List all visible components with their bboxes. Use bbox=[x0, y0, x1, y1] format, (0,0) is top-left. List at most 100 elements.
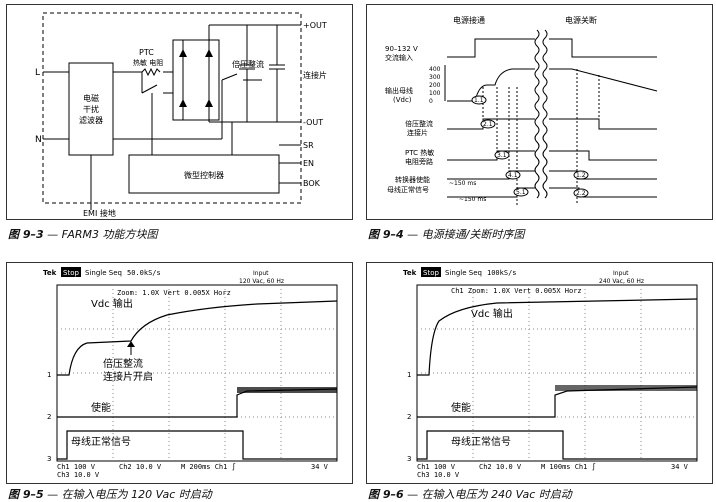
enable-label: 使能 bbox=[451, 401, 471, 414]
ch1-marker: 1 bbox=[407, 371, 411, 379]
power-off-label: 电源关断 bbox=[565, 15, 597, 25]
busok-trace bbox=[57, 430, 337, 460]
readout-ch1: Ch1 100 V bbox=[57, 463, 96, 471]
power-on-label: 电源接通 bbox=[453, 15, 485, 25]
zoom-label: Ch1 Zoom: 1.0X Vert 0.005X Horz bbox=[451, 287, 582, 295]
out-pos-label: +OUT bbox=[303, 21, 327, 30]
enable-label: 使能 bbox=[91, 401, 111, 414]
doubler-label-1: 倍压整流 bbox=[103, 357, 143, 370]
svg-text:3.1: 3.1 bbox=[497, 152, 507, 159]
readout-ch3: Ch3 10.0 V bbox=[417, 471, 460, 479]
bus-label-1: 输出母线 bbox=[385, 86, 413, 95]
svg-text:1.2: 1.2 bbox=[576, 172, 586, 179]
doubler-label-1: 倍压整流 bbox=[232, 59, 264, 69]
busok-label: 母线正常信号 bbox=[451, 435, 511, 448]
busok-label: 母线正常信号 bbox=[71, 435, 131, 448]
y-0: 0 bbox=[429, 98, 433, 105]
readout-ch1: Ch1 100 V bbox=[417, 463, 456, 471]
sr-label: SR bbox=[303, 141, 314, 150]
svg-text:1.1: 1.1 bbox=[474, 97, 484, 104]
y-400: 400 bbox=[429, 66, 441, 73]
ptc-label-1: PTC 热敏 bbox=[405, 148, 434, 157]
bridge-diode-symbols bbox=[179, 49, 213, 107]
fig93-L-label: L bbox=[35, 68, 40, 78]
ch3-marker: 3 bbox=[47, 455, 51, 463]
svg-text:4.1: 4.1 bbox=[508, 172, 518, 179]
tek-label: Tek bbox=[403, 269, 417, 277]
dbl-label-2: 连接片 bbox=[407, 128, 428, 137]
y-100: 100 bbox=[429, 90, 441, 97]
readout-ch2: Ch2 10.0 V bbox=[479, 463, 522, 471]
readout-time: M 100ms Ch1 ∫ bbox=[541, 462, 596, 471]
y-200: 200 bbox=[429, 82, 441, 89]
sequence-markers: 1.1 2.1 3.1 4.1 5.1 1.2 2.2 bbox=[471, 95, 589, 198]
busok-trace bbox=[417, 430, 697, 460]
y-300: 300 bbox=[429, 74, 441, 81]
ac-in-label-1: 90–132 V bbox=[385, 45, 418, 53]
fig96-caption: 图 9–6 — 在输入电压为 240 Vac 时启动 bbox=[368, 488, 572, 501]
vdc-label: Vdc 输出 bbox=[91, 297, 133, 310]
input-label-2: 240 Vac, 60 Hz bbox=[599, 278, 644, 285]
en-label: EN bbox=[303, 159, 314, 168]
bok-label: BOK bbox=[303, 179, 321, 188]
micro-label: 微型控制器 bbox=[184, 170, 224, 180]
input-label-1: Input bbox=[613, 270, 629, 277]
ptc-label-2: 电阻旁路 bbox=[405, 157, 433, 166]
readout-ch3: Ch3 10.0 V bbox=[57, 471, 100, 479]
readout-trig: 34 V bbox=[671, 463, 689, 471]
dbl-label-1: 倍压整流 bbox=[405, 119, 433, 128]
emi-filter-box bbox=[68, 62, 114, 156]
fig94-caption: 图 9–4 — 电源接通/关断时序图 bbox=[368, 228, 525, 241]
doubler-label-2: 连接片开启 bbox=[103, 370, 153, 383]
busok-label: 母线正常信号 bbox=[387, 185, 429, 194]
conv-label: 转换器使能 bbox=[395, 175, 430, 184]
fig96-scope: Tek Stop Single Seq 100kS/s Input 240 Va… bbox=[403, 267, 698, 479]
ac-in-label-2: 交流输入 bbox=[385, 53, 413, 62]
ptc-label-2: 热敏 电阻 bbox=[133, 58, 163, 67]
microcontroller-box bbox=[128, 154, 280, 194]
rate-label: 50.0kS/s bbox=[127, 269, 161, 277]
svg-text:2.1: 2.1 bbox=[483, 121, 493, 128]
svg-text:5.1: 5.1 bbox=[516, 189, 526, 196]
ch2-marker: 2 bbox=[407, 413, 411, 421]
stop-label: Stop bbox=[63, 269, 79, 277]
input-label-2: 120 Vac, 60 Hz bbox=[239, 278, 284, 285]
t150a-label: ~150 ms bbox=[449, 180, 476, 187]
ch3-marker: 3 bbox=[407, 455, 411, 463]
tek-label: Tek bbox=[43, 269, 57, 277]
zoom-label: Zoom: 1.0X Vert 0.005X Horz bbox=[117, 289, 231, 297]
readout-ch2: Ch2 10.0 V bbox=[119, 463, 162, 471]
vdc-label: Vdc 输出 bbox=[471, 307, 513, 320]
rate-label: 100kS/s bbox=[487, 269, 517, 277]
fig96-panel: Tek Stop Single Seq 100kS/s Input 240 Va… bbox=[366, 262, 713, 484]
fig95-caption: 图 9–5 — 在输入电压为 120 Vac 时启动 bbox=[8, 488, 212, 501]
ptc-resistor-symbol bbox=[141, 67, 161, 77]
fig93-caption: 图 9–3 — FARM3 功能方块图 bbox=[8, 228, 158, 241]
vdc-trace bbox=[417, 298, 698, 376]
ch2-marker: 2 bbox=[47, 413, 51, 421]
readout-trig: 34 V bbox=[311, 463, 329, 471]
fig93-block-diagram: L N 电磁 干扰 滤波器 EMI 接地 PTC 热敏 电阻 +OUT -OUT… bbox=[35, 12, 327, 218]
readout-time: M 200ms Ch1 ∫ bbox=[181, 462, 236, 471]
single-seq-label: Single Seq bbox=[85, 269, 122, 277]
fig94-panel: 电源接通 电源关断 90–132 V 交流输入 400 300 200 100 … bbox=[366, 4, 713, 220]
ptc-label-1: PTC bbox=[139, 48, 154, 57]
fig94-timing-diagram: 电源接通 电源关断 90–132 V 交流输入 400 300 200 100 … bbox=[385, 15, 658, 205]
ch1-marker: 1 bbox=[47, 371, 51, 379]
svg-text:2.2: 2.2 bbox=[576, 190, 586, 197]
fig93-N-label: N bbox=[35, 135, 42, 145]
bus-label-2: (Vdc) bbox=[393, 96, 412, 104]
emi-label-1: 电磁 bbox=[83, 93, 99, 103]
fig93-panel: L N 电磁 干扰 滤波器 EMI 接地 PTC 热敏 电阻 +OUT -OUT… bbox=[6, 4, 353, 220]
fig95-scope: Tek Stop Single Seq 50.0kS/s Input 120 V… bbox=[43, 267, 338, 479]
doubler-label-2: 连接片 bbox=[303, 70, 327, 80]
out-neg-label: -OUT bbox=[303, 118, 323, 127]
fig95-panel: Tek Stop Single Seq 50.0kS/s Input 120 V… bbox=[6, 262, 353, 484]
emi-ground-label: EMI 接地 bbox=[83, 208, 116, 218]
stop-label: Stop bbox=[423, 269, 439, 277]
emi-label-3: 滤波器 bbox=[79, 115, 103, 125]
t150b-label: ~150 ms bbox=[459, 196, 486, 203]
input-label-1: Input bbox=[253, 270, 269, 277]
emi-label-2: 干扰 bbox=[83, 104, 99, 114]
single-seq-label: Single Seq bbox=[445, 269, 482, 277]
